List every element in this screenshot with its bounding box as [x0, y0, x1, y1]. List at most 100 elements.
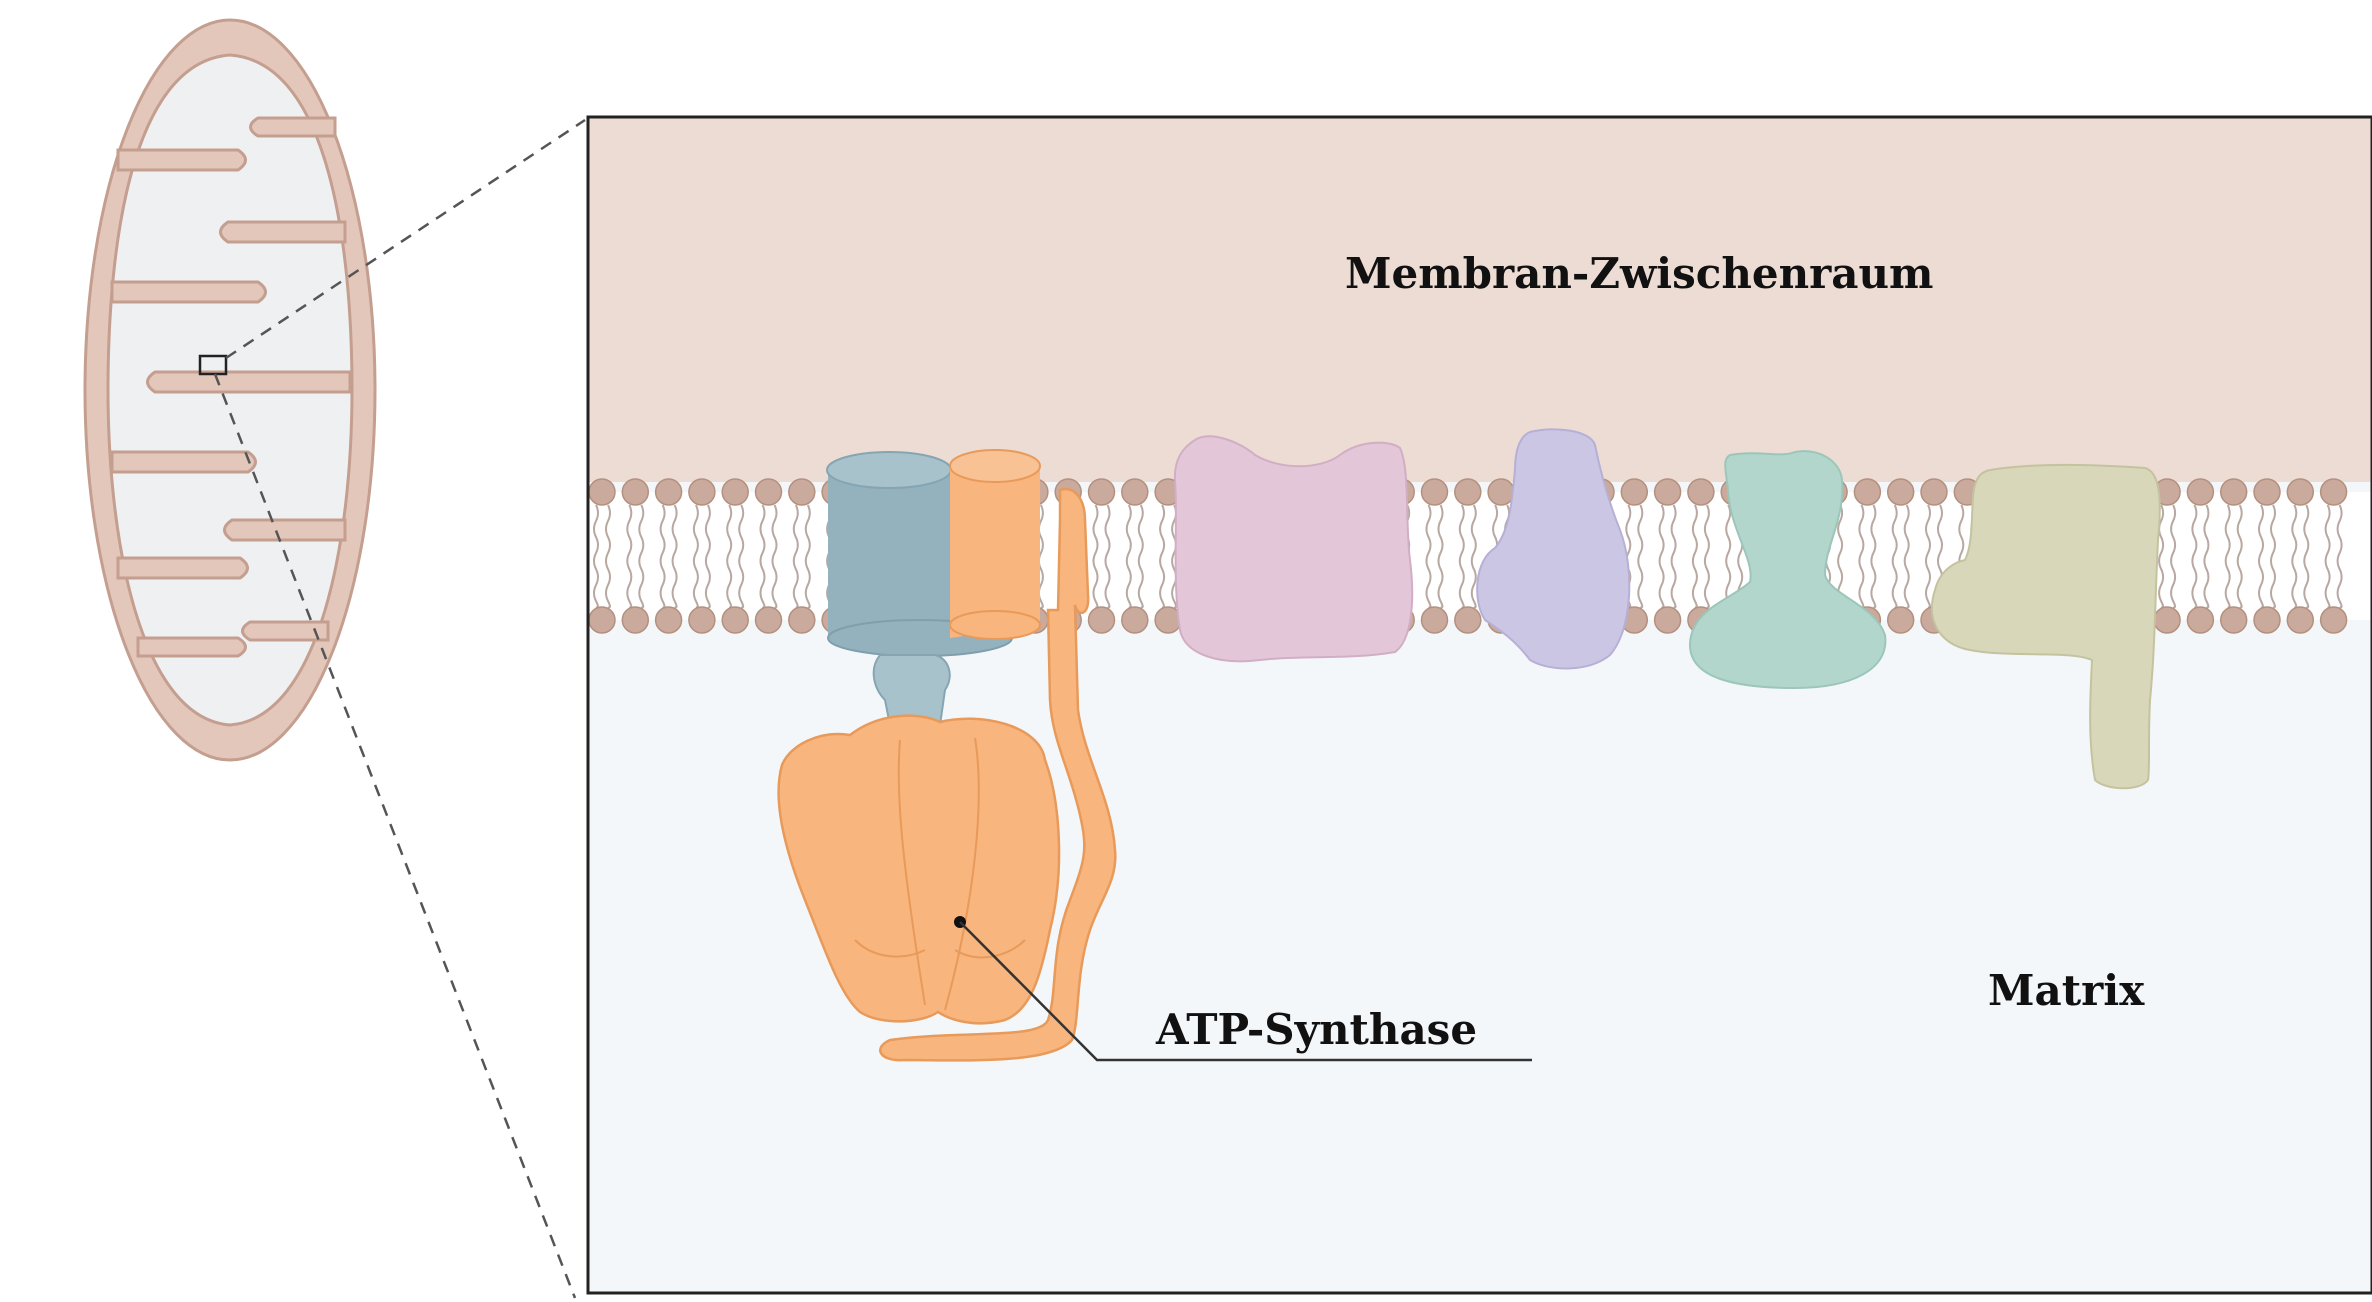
lipid-head — [2253, 478, 2281, 506]
lipid-head — [1920, 478, 1948, 506]
lipid-tail — [1891, 504, 1898, 609]
atp-synthase — [777, 449, 1117, 1062]
matrix-label: Matrix — [1988, 966, 2145, 1015]
lipid-head — [2319, 478, 2348, 506]
lipid-tail — [638, 504, 645, 609]
lipid-head — [654, 478, 683, 506]
lipid-head — [2319, 606, 2348, 634]
atp-synthase-label: ATP-Synthase — [1155, 1005, 1477, 1054]
lipid-tail — [659, 504, 666, 609]
lipid-head — [2286, 606, 2315, 634]
lipid-tail — [2203, 504, 2210, 609]
lipid-head — [1620, 478, 1649, 506]
lipid-tail — [671, 504, 678, 609]
lipid-head — [1886, 606, 1915, 634]
lipid-tail — [738, 504, 745, 609]
lipid-tail — [2303, 504, 2310, 609]
lipid-tail — [1470, 504, 1477, 609]
lipid-tail — [1858, 504, 1865, 609]
lipid-tail — [1637, 504, 1644, 609]
lipid-head — [1420, 478, 1449, 506]
lipid-head — [2186, 478, 2215, 506]
lipid-head — [1087, 478, 1116, 506]
lipid-tail — [792, 504, 799, 609]
lipid-tail — [1691, 504, 1698, 609]
complex-lavender — [1476, 428, 1631, 670]
lipid-head — [1687, 478, 1715, 506]
lipid-tail — [804, 504, 811, 609]
lipid-tail — [2336, 504, 2343, 609]
detail-panel-frame — [586, 115, 2372, 1295]
lipid-tail — [2170, 504, 2177, 609]
lipid-head — [2286, 478, 2315, 506]
lipid-tail — [1870, 504, 1877, 609]
lipid-tail — [726, 504, 733, 609]
lipid-head — [1454, 606, 1482, 634]
lipid-head — [1121, 478, 1149, 506]
lipid-head — [688, 478, 716, 506]
lipid-tail — [759, 504, 766, 609]
lipid-head — [2219, 478, 2248, 506]
lipid-tail — [1159, 504, 1166, 609]
complex-teal — [1688, 450, 1887, 690]
lipid-tail — [2224, 504, 2231, 609]
lipid-head — [621, 606, 650, 634]
lipid-tail — [1092, 504, 1099, 609]
lipid-head — [1853, 478, 1882, 506]
lipid-head — [588, 606, 616, 634]
complex-pink — [1173, 435, 1414, 663]
lipid-head — [2219, 606, 2248, 634]
lipid-tail — [704, 504, 711, 609]
lipid-head — [1487, 478, 1515, 506]
lipid-tail — [1137, 504, 1144, 609]
lipid-tail — [1903, 504, 1910, 609]
lipid-head — [1087, 606, 1116, 634]
lipid-head — [2153, 606, 2181, 634]
lipid-tail — [1670, 504, 1677, 609]
lipid-head — [654, 606, 683, 634]
lipid-head — [688, 606, 716, 634]
lipid-head — [1454, 478, 1482, 506]
intermembrane-space-label: Membran-Zwischenraum — [1345, 249, 1933, 298]
lipid-head — [754, 606, 783, 634]
lipid-tail — [771, 504, 778, 609]
complex-olive — [1930, 463, 2161, 790]
lipid-head — [2186, 606, 2215, 634]
lipid-tail — [605, 504, 611, 609]
lipid-head — [2253, 606, 2281, 634]
lipid-tail — [1925, 504, 1931, 609]
lipid-tail — [1458, 504, 1465, 609]
lipid-tail — [692, 504, 699, 609]
lipid-head — [788, 606, 816, 634]
lipid-head — [1653, 478, 1682, 506]
lipid-tail — [2236, 504, 2243, 609]
lipid-head — [1121, 606, 1149, 634]
lipid-head — [621, 478, 650, 506]
lipid-tail — [2258, 504, 2264, 609]
lipid-head — [1420, 606, 1449, 634]
lipid-head — [1886, 478, 1915, 506]
lipid-tail — [1658, 504, 1665, 609]
lipid-tail — [2324, 504, 2331, 609]
lipid-tail — [1104, 504, 1111, 609]
lipid-tail — [2158, 504, 2165, 609]
lipid-tail — [2191, 504, 2198, 609]
lipid-tail — [1437, 504, 1444, 609]
lipid-tail — [1125, 504, 1132, 609]
lipid-head — [721, 606, 749, 634]
lipid-tail — [2270, 504, 2276, 609]
lipid-tail — [626, 504, 633, 609]
lipid-tail — [1703, 504, 1710, 609]
lipid-tail — [1425, 504, 1432, 609]
lipid-head — [1653, 606, 1682, 634]
lipid-tail — [2291, 504, 2298, 609]
lipid-head — [788, 478, 816, 506]
atp-synthase-pointer — [954, 916, 1532, 1062]
lipid-tail — [1171, 504, 1178, 609]
lipid-head — [721, 478, 749, 506]
lipid-tail — [593, 504, 599, 609]
lipid-head — [588, 478, 616, 506]
lipid-head — [754, 478, 783, 506]
mitochondrion-icon — [83, 18, 377, 762]
